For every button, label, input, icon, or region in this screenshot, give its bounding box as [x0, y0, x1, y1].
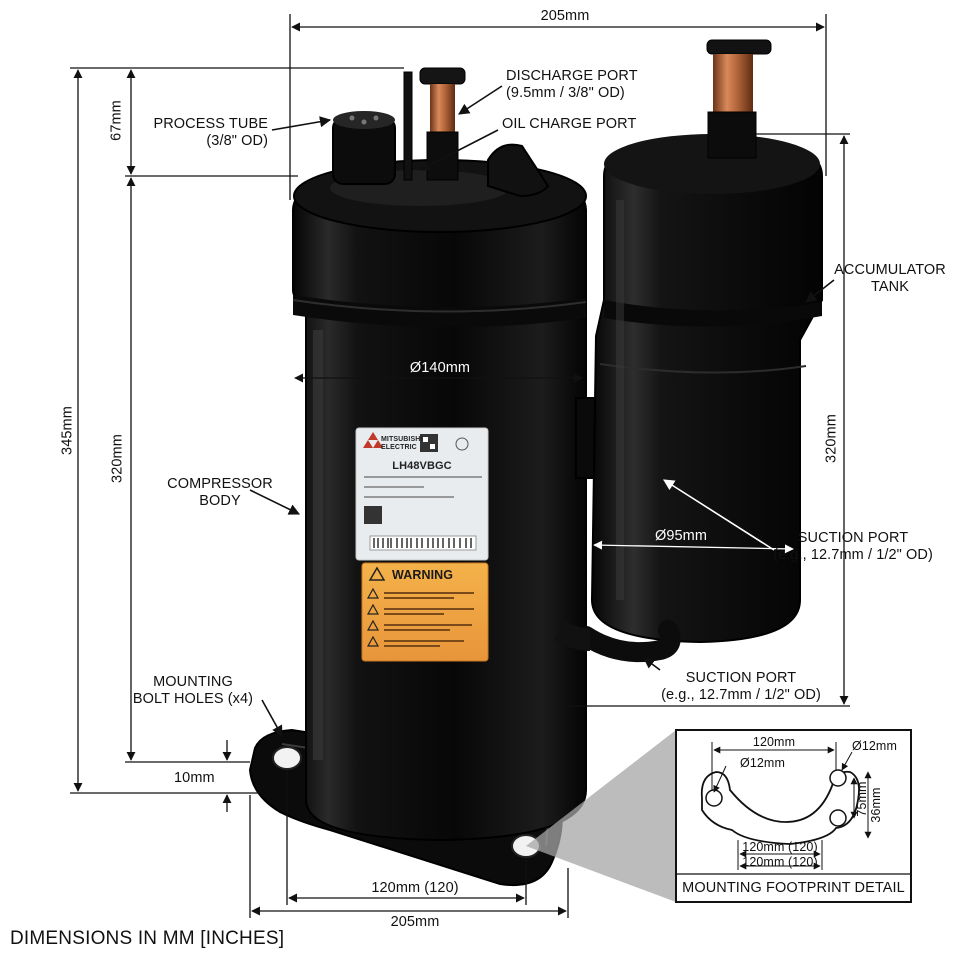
dim-accumulator-height: 320mm [823, 414, 840, 463]
detail-hole-dia-left: Ø12mm [740, 756, 785, 770]
leader-arrows [249, 85, 835, 737]
footprint-outline [700, 770, 860, 845]
detail-top-span: 120mm [752, 735, 796, 749]
dim-body-diameter: Ø140mm [409, 360, 471, 376]
label-discharge-port: DISCHARGE PORT (9.5mm / 3/8" OD) [506, 68, 638, 101]
accumulator-group [554, 39, 823, 663]
compressor-body-group [248, 67, 587, 886]
detail-bottom-span-2: 120mm (120) [742, 855, 818, 869]
discharge-port-cap [419, 67, 466, 85]
footer-note: DIMENSIONS IN MM [INCHES] [10, 928, 285, 949]
discharge-port-tube [430, 84, 455, 132]
nameplate-model: LH48VBGC [392, 460, 452, 472]
warning-heading: WARNING [392, 568, 454, 582]
footprint-hole-left [705, 789, 723, 807]
bolt-hole-front-left [272, 746, 302, 770]
dim-base-height: 10mm [174, 770, 215, 786]
terminal-cover [487, 143, 550, 198]
detail-span-75: 75mm [855, 781, 869, 817]
detail-span-36: 36mm [869, 787, 883, 823]
detail-bottom-span-1: 120mm (120) [742, 840, 818, 854]
callout-wedge [526, 730, 676, 902]
warning-label [361, 562, 489, 662]
dim-body-height: 320mm [109, 434, 126, 483]
label-suction-port-lower: SUCTION PORT (e.g., 12.7mm / 1/2" OD) [661, 670, 821, 703]
footprint-detail-inset [526, 729, 912, 903]
footprint-hole-right-bottom [829, 809, 847, 827]
dimension-lines [70, 14, 850, 918]
dim-bolt-spacing: 120mm (120) [371, 880, 459, 896]
suction-pipe [576, 620, 681, 663]
accumulator-tube-cap [706, 39, 772, 55]
detail-title: MOUNTING FOOTPRINT DETAIL [682, 880, 905, 896]
footprint-hole-right-top [829, 769, 847, 787]
nameplate-brand: MITSUBISHI ELECTRIC [381, 436, 423, 451]
dim-top-width: 205mm [540, 8, 590, 24]
label-mounting-bolt-holes: MOUNTING BOLT HOLES (x4) [132, 674, 254, 707]
label-accumulator-tank: ACCUMULATOR TANK [834, 262, 946, 295]
oil-charge-pin [403, 71, 413, 181]
accumulator-tube [713, 54, 753, 114]
label-oil-charge-port: OIL CHARGE PORT [502, 116, 637, 132]
label-process-tube: PROCESS TUBE (3/8" OD) [153, 116, 268, 149]
detail-hole-dia-right: Ø12mm [852, 739, 897, 753]
nameplate [355, 427, 489, 561]
dim-port-height: 67mm [108, 100, 125, 141]
accumulator-shell [590, 134, 823, 644]
label-suction-port-upper: SUCTION PORT (e.g., 12.7mm / 1/2" OD) [773, 530, 933, 563]
label-compressor-body: COMPRESSOR BODY [167, 476, 273, 509]
dim-base-width: 205mm [390, 914, 440, 930]
dim-overall-height: 345mm [59, 406, 76, 455]
dim-accumulator-diameter: Ø95mm [654, 528, 708, 544]
